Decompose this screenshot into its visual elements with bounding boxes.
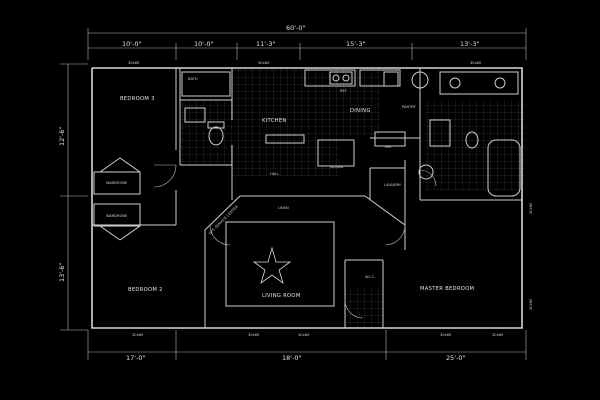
bottom-dimension-1: 17'-0"	[126, 354, 146, 362]
room-label-kitchen: KITCHEN	[262, 118, 287, 124]
window-size-label: 30x60	[440, 333, 452, 337]
room-label-living-room: LIVING ROOM	[262, 293, 301, 299]
window-size-label: 30x60	[298, 333, 310, 337]
window-size-label: 30x60	[128, 61, 140, 65]
closet-label-wardrobe-b: WARDROBE	[106, 214, 128, 218]
closet-label-wardrobe-a: WARDROBE	[106, 181, 128, 185]
label-wh: WH	[385, 145, 392, 149]
wardrobe-closets	[93, 157, 141, 241]
top-dimension-1: 10'-0"	[122, 40, 142, 48]
top-dimension-2: 10'-0"	[194, 40, 214, 48]
room-label-bedroom-3: BEDROOM 3	[120, 96, 155, 102]
top-dimension-3: 11'-3"	[256, 40, 276, 48]
bottom-dimension-2: 18'-0"	[282, 354, 302, 362]
label-pantry: PANTRY	[402, 105, 417, 109]
room-label-hall: HALL	[270, 172, 279, 176]
top-dimension-4: 15'-3"	[346, 40, 366, 48]
bottom-dimension-3: 25'-0"	[446, 354, 466, 362]
door-swings	[153, 164, 437, 319]
master-bath-tile-floor	[425, 100, 525, 190]
window-size-label: 30x60	[258, 61, 270, 65]
window-size-label: 30x60	[132, 333, 144, 337]
closet-tile-floor	[345, 288, 383, 328]
room-label-laundry: LAUNDRY	[384, 183, 402, 187]
room-label-dining: DINING	[350, 108, 371, 114]
bath-tile-floor	[180, 100, 232, 164]
overall-width-dimension: 60'-0"	[286, 24, 306, 32]
room-label-master-bedroom: MASTER BEDROOM	[420, 286, 474, 292]
label-ref: REF	[340, 89, 347, 93]
label-island: ISLAND	[330, 165, 344, 169]
window-size-label: 30x60	[470, 61, 482, 65]
label-opt-service-center: OPT. SERVICE CENTER	[208, 204, 239, 235]
label-linen: LINEN	[278, 206, 289, 210]
room-label-bath: BATH	[188, 77, 198, 81]
window-size-label: 30x60	[529, 298, 533, 310]
room-label-wic: W.I.C.	[365, 275, 375, 279]
left-dimension-1: 12'-6"	[58, 126, 66, 146]
window-size-label: 30x60	[529, 202, 533, 214]
window-size-label: 30x60	[248, 333, 260, 337]
interior-walls	[92, 68, 522, 328]
room-label-bedroom-2: BEDROOM 2	[128, 287, 163, 293]
bath-fixtures	[181, 71, 521, 197]
left-dimension-2: 13'-6"	[58, 262, 66, 282]
dimension-lines	[60, 28, 527, 360]
kitchen-fixtures	[265, 69, 434, 180]
window-size-label: 30x60	[492, 333, 504, 337]
living-room-rug	[225, 221, 335, 307]
top-dimension-5: 13'-3"	[460, 40, 480, 48]
exterior-walls	[91, 67, 523, 329]
